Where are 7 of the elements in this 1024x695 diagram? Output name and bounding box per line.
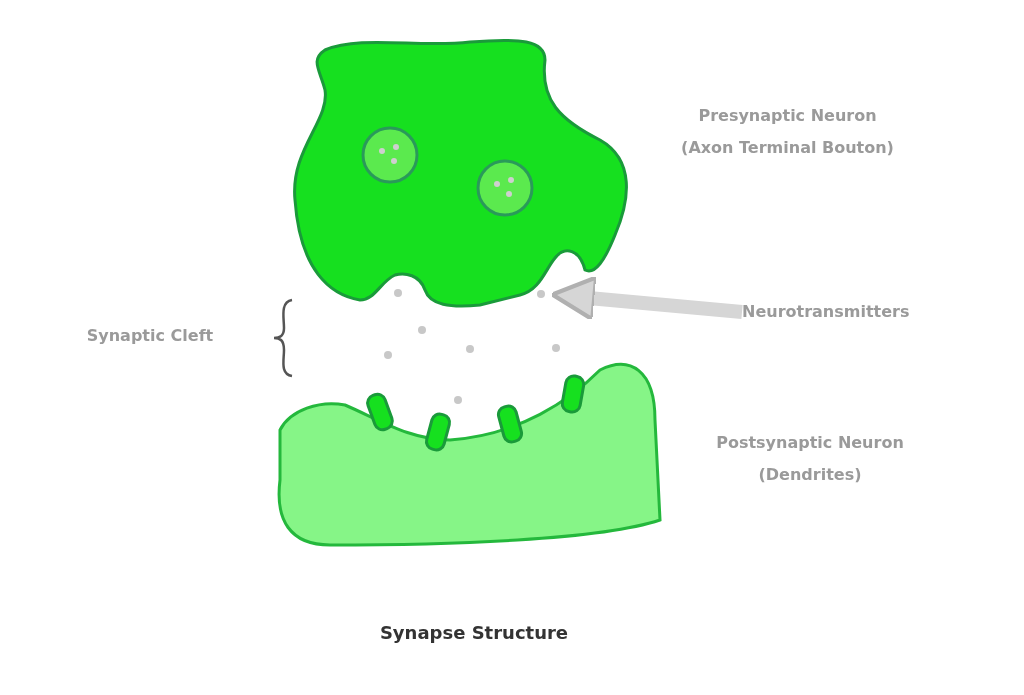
structure-label: Presynaptic Neuron (Axon Terminal Bouton) [680,105,895,159]
structure-label: Neurotransmitters [742,296,910,328]
neurotransmitter-dot [537,290,545,298]
arrow [550,275,743,322]
structure-label: Synaptic Cleft [85,325,215,347]
structure-label: Postsynaptic Neuron (Dendrites) [715,432,905,486]
caption: Synapse Structure [378,621,570,645]
